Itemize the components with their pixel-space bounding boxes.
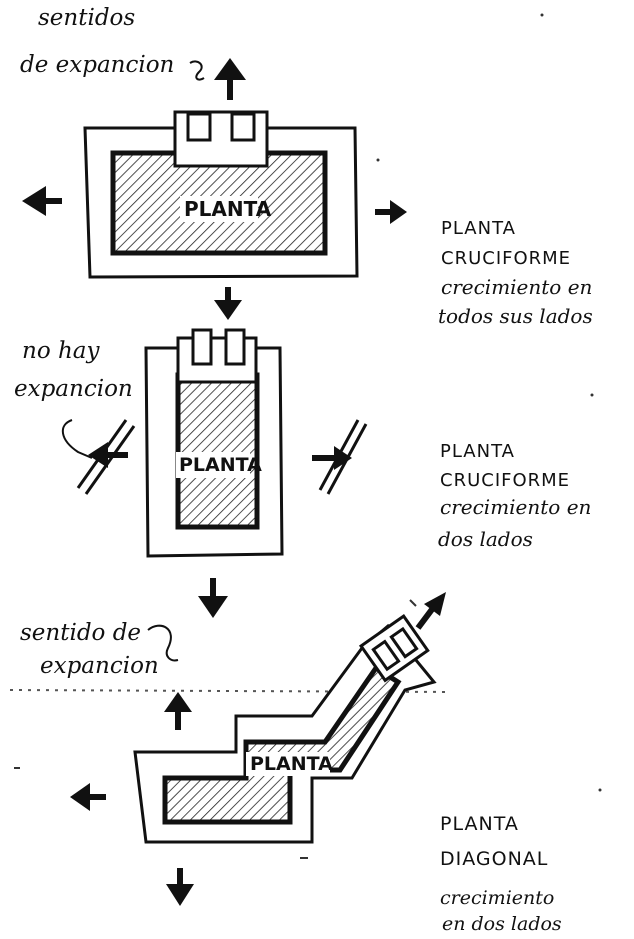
arrow-left-icon [22, 186, 62, 216]
expansion-directions-note-line2: de expancion [20, 52, 174, 78]
faint-line [9, 689, 451, 693]
caption-line1: PLANTA [440, 441, 515, 462]
caption-line1: PLANTA [441, 218, 516, 239]
caption-line3: crecimiento [440, 887, 554, 909]
arrow-up-icon [214, 58, 246, 100]
stray-marks [14, 13, 602, 859]
caption-line1: PLANTA [440, 813, 519, 835]
caption-line4: en dos lados [442, 913, 562, 935]
plan-label-bg [246, 752, 330, 776]
expansion-directions-note-line1: sentidos [38, 5, 135, 31]
plan-hatched-area [175, 372, 260, 530]
arrow-right-icon [375, 200, 407, 224]
caption-line2: CRUCIFORME [441, 248, 571, 269]
arrow-down-icon [214, 287, 242, 320]
arrow-up-right-icon [415, 592, 446, 630]
entrance-block [358, 614, 430, 683]
caption-line3: crecimiento en [440, 495, 591, 519]
question-mark-squiggle [189, 60, 205, 81]
blocked-arrow-right-icon [312, 419, 368, 495]
pointer-curve [62, 419, 93, 459]
arrow-up-icon [164, 692, 192, 730]
blocked-arrow-left-icon [76, 419, 136, 495]
expansion-direction-note-line2: expancion [40, 653, 159, 679]
entrance-box-right [224, 328, 246, 366]
entrance-box-right [389, 626, 419, 659]
caption-line3: crecimiento en [441, 275, 592, 299]
caption-line4: todos sus lados [438, 304, 593, 328]
expansion-direction-note-line1: sentido de [20, 620, 141, 646]
arrow-down-icon [198, 578, 228, 618]
entrance-box-left [371, 639, 401, 672]
question-mark-squiggle [147, 624, 179, 662]
caption-line2: DIAGONAL [440, 848, 548, 870]
no-expansion-note-line1: no hay [22, 338, 100, 364]
plan-label-bg [176, 452, 250, 478]
plan-label: PLANTA [184, 197, 272, 221]
plan-label-bg [180, 196, 258, 222]
plan-label: PLANTA [179, 454, 262, 476]
plan-label: PLANTA [250, 753, 333, 775]
diagram-1: sentidos de expancion PLANTA PLANTA [20, 5, 593, 328]
arrow-down-icon [166, 868, 194, 906]
arrow-left-icon [70, 783, 106, 811]
entrance-box-right [230, 112, 256, 142]
caption-line4: dos lados [438, 527, 533, 551]
caption-line2: CRUCIFORME [440, 470, 570, 491]
diagram-3: sentido de expancion PLANTA [9, 592, 562, 935]
entrance-box-left [186, 112, 212, 142]
no-expansion-note-line2: expancion [14, 376, 133, 402]
entrance-box-left [191, 328, 213, 366]
diagram-2: no hay expancion PLANTA PLANTA CRUC [14, 328, 591, 558]
